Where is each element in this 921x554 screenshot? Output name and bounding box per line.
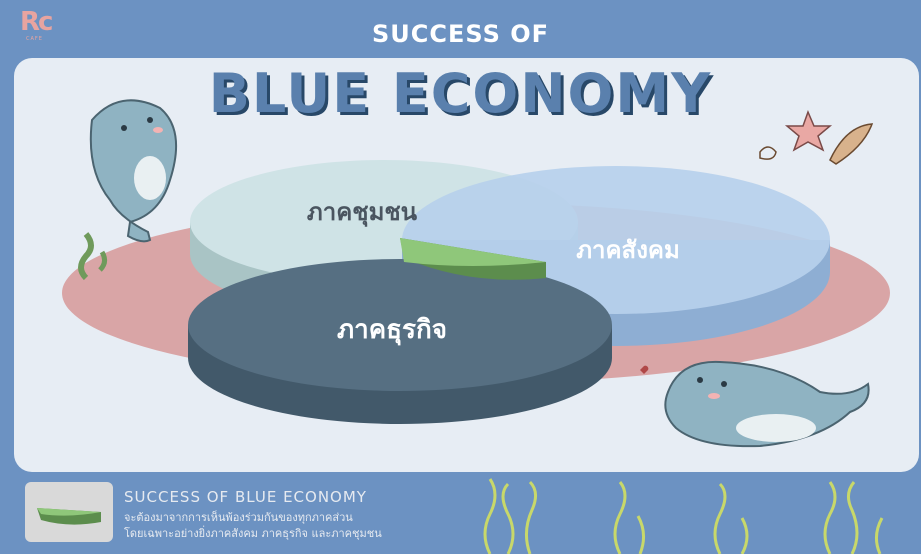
seaweed-icon xyxy=(78,232,108,281)
footer: SUCCESS OF BLUE ECONOMY จะต้องมาจากการเห… xyxy=(0,474,921,554)
label-society: ภาคสังคม xyxy=(576,236,680,264)
brand-logo: Rc CAFE xyxy=(20,8,90,52)
label-business: ภาคธุรกิจ xyxy=(337,315,447,346)
brand-subtitle: CAFE xyxy=(26,36,43,42)
footer-line-1: จะต้องมาจากการเห็นพ้องร่วมกันของทุกภาคส่… xyxy=(124,511,353,524)
seal-illustration-left xyxy=(89,99,178,243)
brand-mark: Rc xyxy=(20,7,53,37)
shell-icon xyxy=(829,123,874,165)
heart-icon xyxy=(640,365,649,374)
header-line2: BLUE ECONOMY xyxy=(208,62,713,125)
overlap-wedge-icon xyxy=(37,508,101,525)
overlap-wedge xyxy=(400,238,546,280)
seal-illustration-right xyxy=(664,360,870,448)
sector-business xyxy=(188,259,612,424)
seaweed-decoration xyxy=(483,478,884,554)
header-line1: SUCCESS OF xyxy=(371,20,550,48)
footer-line-2: โดยเฉพาะอย่างยิ่งภาคสังคม ภาคธุรกิจ และภ… xyxy=(124,527,382,540)
starfish-icon xyxy=(784,109,833,152)
label-community: ภาคชุมชน xyxy=(307,198,418,228)
overlap-thumbnail xyxy=(25,482,113,542)
small-shell-icon xyxy=(759,146,777,160)
footer-title: SUCCESS OF BLUE ECONOMY xyxy=(124,488,367,506)
